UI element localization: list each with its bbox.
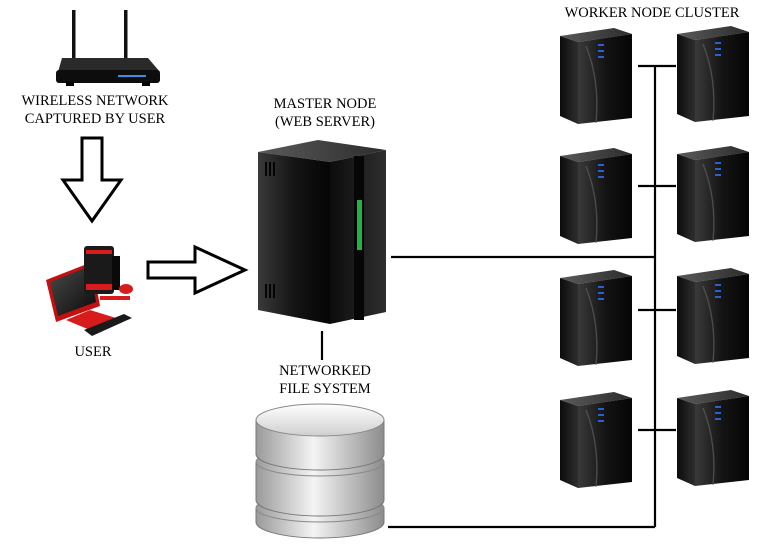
connection-lines — [320, 64, 676, 529]
desktop-computer-icon — [46, 246, 133, 336]
file-system-label: NETWORKED FILE SYSTEM — [279, 363, 371, 397]
right-arrow-icon — [146, 244, 249, 296]
server-icon — [559, 391, 633, 489]
user-label: USER — [74, 344, 112, 360]
server-icon — [559, 269, 633, 367]
server-icon — [676, 267, 750, 365]
down-arrow-icon — [60, 136, 124, 224]
master-node-label: MASTER NODE (WEB SERVER) — [273, 96, 377, 130]
server-icon — [559, 147, 633, 245]
worker-cluster-label: WORKER NODE CLUSTER — [564, 5, 740, 21]
wireless-router-icon — [56, 10, 160, 86]
wireless-network-label: WIRELESS NETWORK CAPTURED BY USER — [21, 93, 169, 127]
database-icon — [255, 403, 385, 539]
server-icon — [676, 389, 750, 487]
server-tower-icon — [258, 140, 386, 324]
server-icon — [676, 145, 750, 243]
server-icon — [676, 25, 750, 123]
server-icon — [559, 27, 633, 125]
